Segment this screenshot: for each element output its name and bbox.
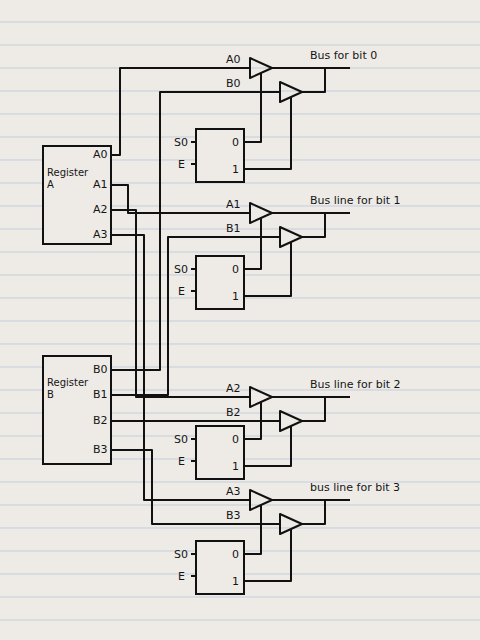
decoder-output: 0 — [232, 136, 239, 149]
bus-label: Bus line for bit 2 — [310, 378, 401, 391]
bus-line — [272, 212, 350, 214]
wire-a1 — [112, 185, 250, 213]
enable-wire — [245, 97, 291, 169]
decoder-output: 1 — [232, 163, 239, 176]
signal-name: B3 — [226, 509, 241, 522]
pin-name: A1 — [93, 178, 108, 191]
signal-name: B2 — [226, 406, 241, 419]
select-input: E — [178, 570, 185, 583]
signal-name: A0 — [226, 53, 241, 66]
bus-label: bus line for bit 3 — [310, 481, 400, 494]
select-input: E — [178, 285, 185, 298]
select-input: S0 — [174, 136, 188, 149]
wire-b0 — [112, 92, 280, 370]
decoder-output: 1 — [232, 575, 239, 588]
bus-label: Bus for bit 0 — [310, 49, 377, 62]
decoder-output: 0 — [232, 433, 239, 446]
register-name: Register A — [47, 167, 93, 191]
bus-line — [272, 67, 350, 69]
signal-name: A3 — [226, 485, 241, 498]
pin-name: B3 — [93, 443, 108, 456]
wire-b1 — [112, 237, 280, 395]
signal-name: A2 — [226, 382, 241, 395]
decoder-box: 01 — [195, 128, 245, 183]
wire-a3 — [112, 235, 250, 500]
signal-name: B0 — [226, 77, 241, 90]
pin-name: B2 — [93, 414, 108, 427]
enable-wire — [245, 529, 291, 581]
decoder-output: 0 — [232, 263, 239, 276]
signal-name: B1 — [226, 222, 241, 235]
wire-b2 — [112, 420, 280, 422]
signal-name: A1 — [226, 198, 241, 211]
decoder-output: 1 — [232, 290, 239, 303]
select-input: E — [178, 455, 185, 468]
enable-wire — [245, 505, 261, 554]
decoder-box: 01 — [195, 425, 245, 480]
decoder-output: 1 — [232, 460, 239, 473]
enable-wire — [245, 426, 291, 466]
pin-name: A2 — [93, 203, 108, 216]
bus-wire — [302, 213, 325, 237]
pin-name: B1 — [93, 388, 108, 401]
enable-wire — [245, 242, 291, 296]
bus-wire — [302, 68, 325, 92]
enable-wire — [245, 218, 261, 269]
select-input: S0 — [174, 263, 188, 276]
decoder-box: 01 — [195, 255, 245, 310]
pin-name: B0 — [93, 363, 108, 376]
pin-name: A0 — [93, 148, 108, 161]
bus-wire — [302, 397, 325, 421]
enable-wire — [245, 73, 261, 142]
select-input: S0 — [174, 548, 188, 561]
register-name: Register B — [47, 377, 93, 401]
decoder-output: 0 — [232, 548, 239, 561]
wire-a2 — [112, 210, 250, 397]
pin-name: A3 — [93, 228, 108, 241]
select-input: S0 — [174, 433, 188, 446]
bus-label: Bus line for bit 1 — [310, 194, 401, 207]
enable-wire — [245, 402, 261, 439]
select-input: E — [178, 158, 185, 171]
bus-line — [272, 499, 350, 501]
decoder-box: 01 — [195, 540, 245, 595]
bus-line — [272, 396, 350, 398]
bus-wire — [302, 500, 325, 524]
